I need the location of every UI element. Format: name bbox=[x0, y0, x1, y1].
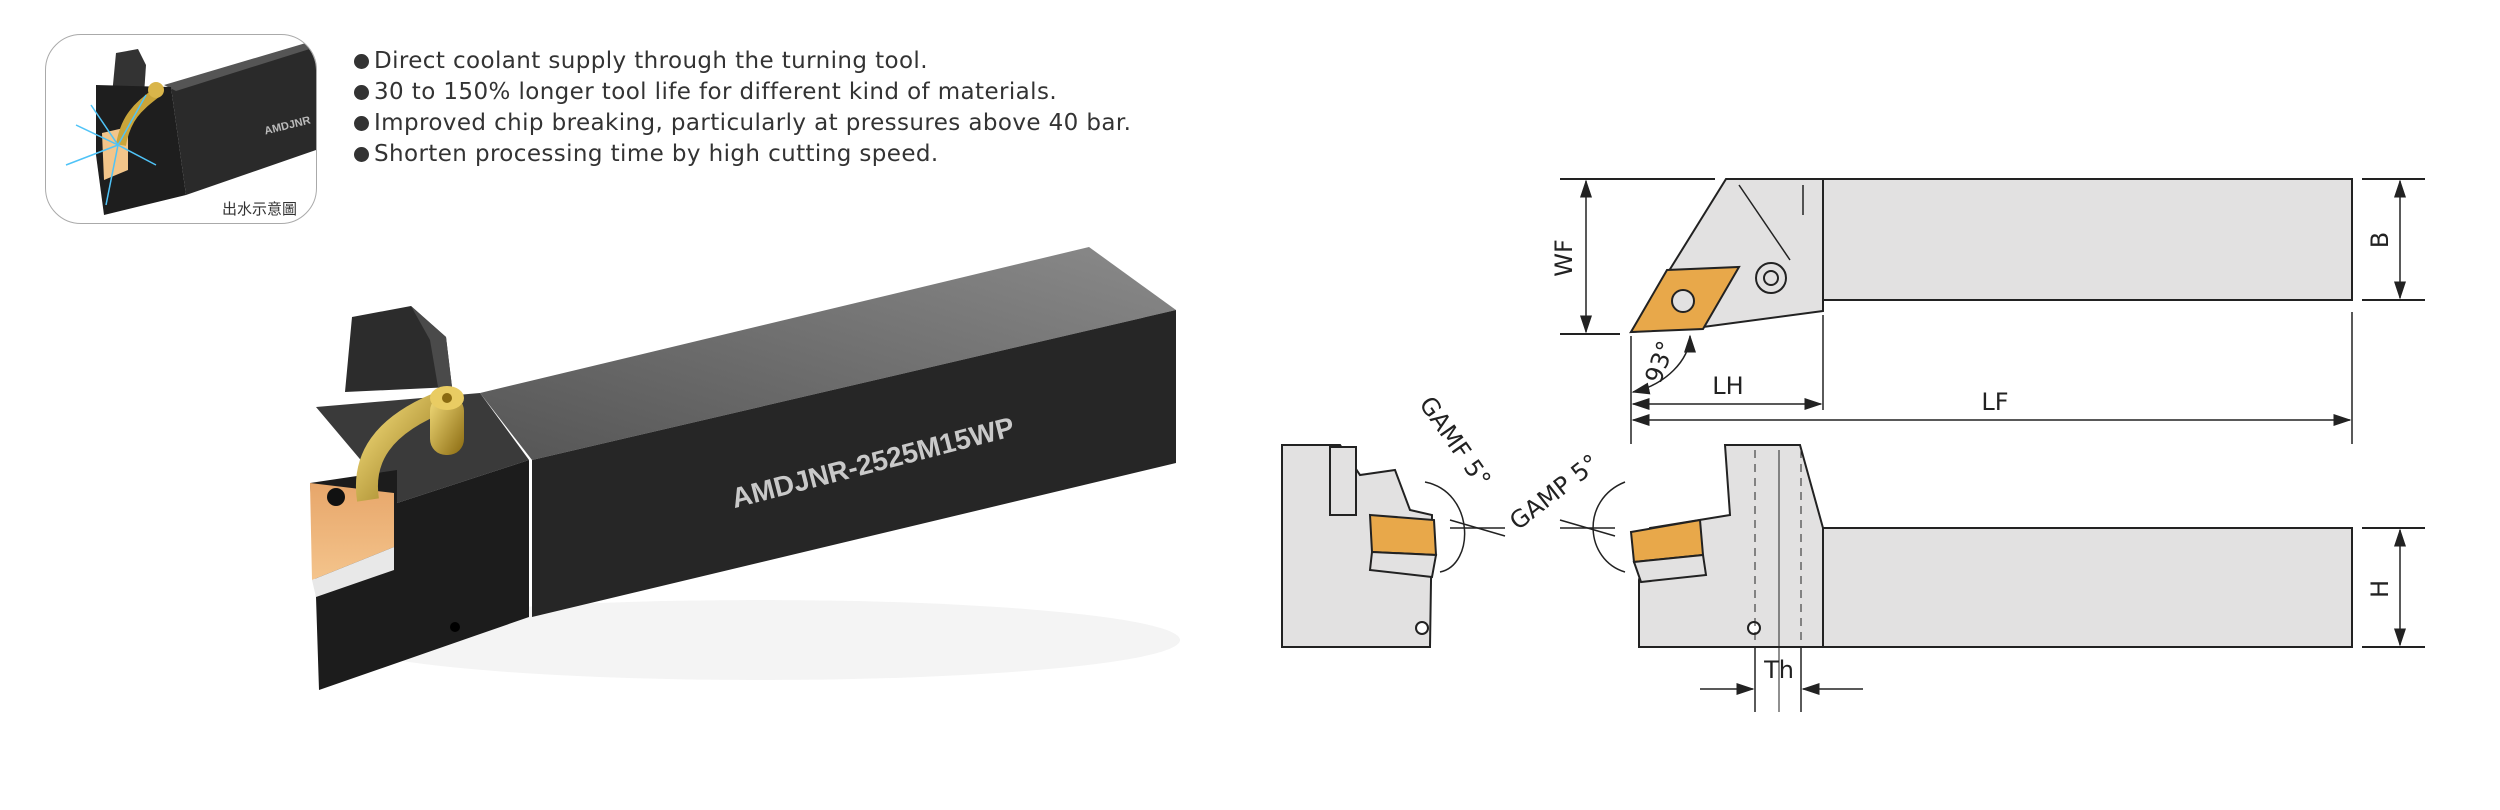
inset-caption: 出水示意圖 bbox=[222, 200, 298, 218]
bullet-icon bbox=[354, 54, 369, 69]
feature-item: Direct coolant supply through the turnin… bbox=[354, 46, 1131, 77]
bullet-icon bbox=[354, 147, 369, 162]
gamp-label: GAMP 5° bbox=[1504, 449, 1604, 536]
product-model-label: AMDJNR-2525M15WP bbox=[728, 411, 1017, 514]
coolant-illustration-inset: AMDJNR 出水示意圖 bbox=[45, 34, 317, 224]
angle-93-label: 93° bbox=[1640, 337, 1681, 387]
technical-drawing bbox=[1281, 178, 2425, 712]
feature-item: Shorten processing time by high cutting … bbox=[354, 139, 1131, 170]
lh-label: LH bbox=[1712, 372, 1743, 400]
feature-item: Improved chip breaking, particularly at … bbox=[354, 108, 1131, 139]
th-label: Th bbox=[1763, 656, 1794, 684]
coolant-tool-image bbox=[65, 40, 316, 215]
wf-label: WF bbox=[1550, 239, 1578, 277]
h-label: H bbox=[2366, 580, 2394, 598]
bullet-icon bbox=[354, 85, 369, 100]
feature-item: 30 to 150% longer tool life for differen… bbox=[354, 77, 1131, 108]
dimension-labels: WF B LH LF H Th 93° GAMF 5° GAMP 5° bbox=[1414, 232, 2394, 684]
b-label: B bbox=[2366, 232, 2394, 248]
lf-label: LF bbox=[1981, 388, 2008, 416]
bullet-icon bbox=[354, 116, 369, 131]
product-tool-render: AMDJNR-2525M15WP bbox=[310, 247, 1180, 690]
gamf-label: GAMF 5° bbox=[1414, 391, 1497, 493]
feature-list: Direct coolant supply through the turnin… bbox=[354, 46, 1131, 170]
front-view bbox=[1281, 444, 1438, 648]
side-view bbox=[1629, 444, 2353, 712]
top-view bbox=[1629, 178, 2353, 334]
